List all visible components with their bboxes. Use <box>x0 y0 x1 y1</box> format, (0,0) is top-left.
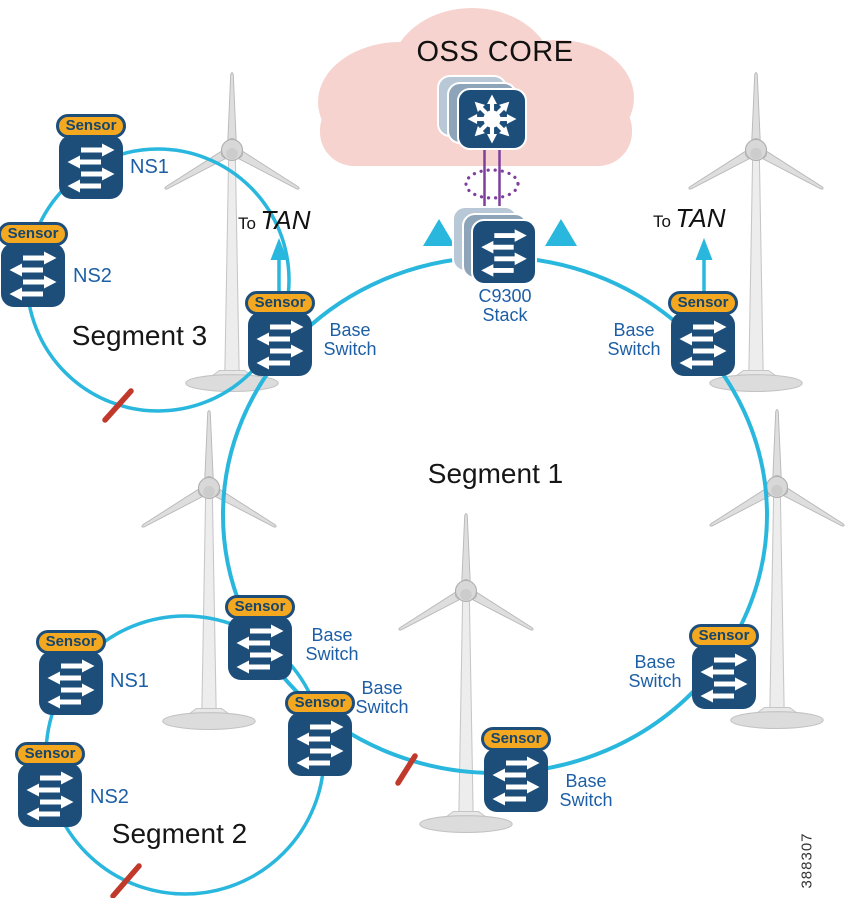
segment1-base-switch-right: Sensor <box>689 624 759 709</box>
switch-icon <box>692 645 756 709</box>
c9300-stack <box>452 206 537 285</box>
to-tan-label-left: To TAN <box>238 205 311 236</box>
link-aggregation-ellipse <box>464 168 520 200</box>
segment3-ns2-label: NS2 <box>73 265 112 287</box>
segment2-ns2-label: NS2 <box>90 786 129 808</box>
tan-text: TAN <box>260 205 311 235</box>
segment1-base-switch-mid-left-1: Sensor <box>225 595 295 680</box>
base-switch-label: Base Switch <box>355 678 409 717</box>
sensor-badge: Sensor <box>225 595 295 619</box>
wind-turbines <box>139 72 846 834</box>
sensor-badge: Sensor <box>15 742 85 766</box>
tan-arrow-left <box>270 238 288 291</box>
switch-icon <box>228 616 292 680</box>
wind-turbine-mid-left <box>139 410 279 731</box>
segment3-ns1-label: NS1 <box>130 156 169 178</box>
switch-icon <box>1 243 65 307</box>
to-tan-label-right: To TAN <box>653 203 726 234</box>
to-text: To <box>653 212 671 231</box>
switch-icon <box>18 763 82 827</box>
tan-arrow-right <box>695 238 713 291</box>
segment1-base-switch-upper-right: Sensor <box>668 291 738 376</box>
figure-number: 388307 <box>798 832 816 889</box>
segment2-label: Segment 2 <box>111 818 248 849</box>
base-switch-label: Base Switch <box>559 771 613 810</box>
segment2-ns2-switch: Sensor <box>15 742 85 827</box>
fault-slash-segment3 <box>102 388 134 423</box>
base-switch-label: Base Switch <box>628 652 682 691</box>
segment2-ns1-switch: Sensor <box>36 630 106 715</box>
base-switch-label: Base Switch <box>607 320 661 359</box>
segment1-label: Segment 1 <box>427 458 564 489</box>
sensor-badge: Sensor <box>56 114 126 138</box>
fault-slash-segment2 <box>110 863 142 898</box>
segment2-ns1-label: NS1 <box>110 670 149 692</box>
switch-icon <box>471 219 537 285</box>
base-switch-label: Base Switch <box>305 625 359 664</box>
tan-text: TAN <box>675 203 726 233</box>
to-text: To <box>238 214 256 233</box>
switch-icon <box>248 312 312 376</box>
segment1-base-switch-upper-left: Sensor <box>245 291 315 376</box>
c9300-stack-label: C9300 Stack <box>478 286 532 325</box>
segment3-ns1-switch: Sensor <box>56 114 126 199</box>
uplink-triangle-left <box>423 219 455 246</box>
oss-core-switch <box>437 75 527 150</box>
switch-icon <box>39 651 103 715</box>
fault-slash-segment1 <box>395 753 418 786</box>
uplink-triangle-right <box>545 219 577 246</box>
oss-core-title: OSS CORE <box>416 36 574 68</box>
sensor-badge: Sensor <box>689 624 759 648</box>
switch-icon <box>671 312 735 376</box>
segment3-label: Segment 3 <box>71 320 208 351</box>
segment1-base-switch-bottom: Sensor <box>481 727 551 812</box>
multilayer-switch-icon <box>457 88 527 150</box>
base-switch-label: Base Switch <box>323 320 377 359</box>
switch-icon <box>288 712 352 776</box>
switch-icon <box>59 135 123 199</box>
switch-icon <box>484 748 548 812</box>
segment1-base-switch-mid-left-2: Sensor <box>285 691 355 776</box>
segment3-ns2-switch: Sensor <box>0 222 68 307</box>
